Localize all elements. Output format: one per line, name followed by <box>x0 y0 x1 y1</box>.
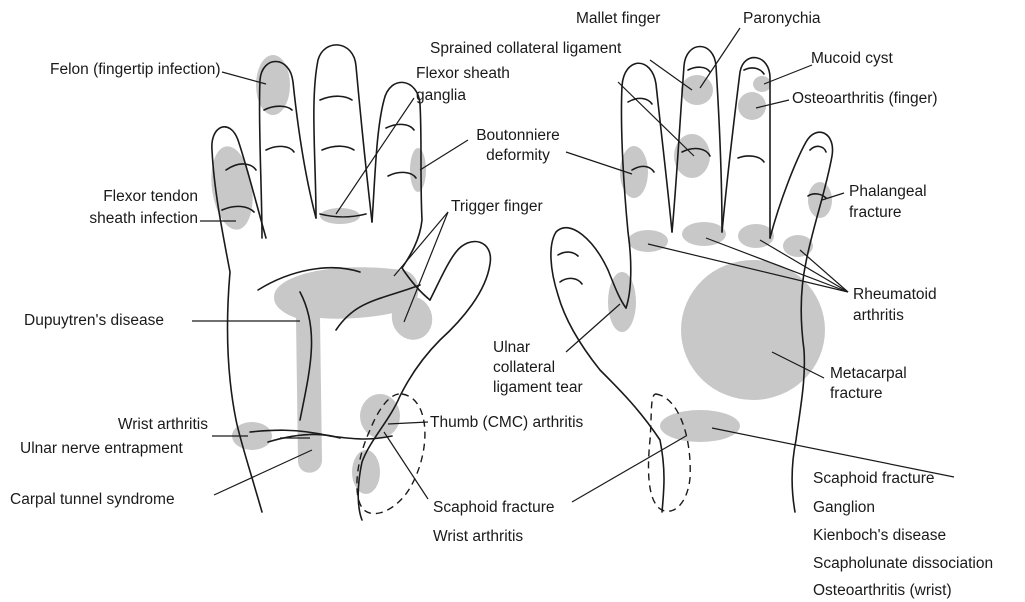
label-sprained-collateral-ligament: Sprained collateral ligament <box>430 39 621 59</box>
label-boutonniere-line2: deformity <box>458 146 578 166</box>
label-scaphoid-fracture-back: Scaphoid fracture <box>813 469 935 489</box>
label-mallet-finger: Mallet finger <box>576 9 660 29</box>
label-carpal-tunnel: Carpal tunnel syndrome <box>10 490 175 510</box>
label-ganglion: Ganglion <box>813 498 875 518</box>
flexor-tendon-infection-region <box>206 144 257 233</box>
label-ulnar-collateral-line1: Ulnar <box>493 338 530 358</box>
label-mucoid-cyst: Mucoid cyst <box>811 49 893 69</box>
label-thumb-cmc-arthritis: Thumb (CMC) arthritis <box>430 413 583 433</box>
label-boutonniere-line1: Boutonniere <box>458 126 578 146</box>
label-metacarpal-line2: fracture <box>830 384 883 404</box>
label-ulnar-nerve-entrapment: Ulnar nerve entrapment <box>20 439 183 459</box>
label-flexor-tendon-line2: sheath infection <box>52 209 198 229</box>
boutonniere-palm-region <box>410 148 426 192</box>
label-phalangeal-line2: fracture <box>849 203 902 223</box>
label-wrist-arthritis: Wrist arthritis <box>40 415 208 435</box>
label-felon: Felon (fingertip infection) <box>50 60 221 80</box>
label-flexor-sheath-ganglia-line1: Flexor sheath <box>416 64 510 84</box>
label-metacarpal-line1: Metacarpal <box>830 364 907 384</box>
label-rheumatoid-line1: Rheumatoid <box>853 285 937 305</box>
label-osteoarthritis-wrist: Osteoarthritis (wrist) <box>813 581 952 601</box>
label-trigger-finger: Trigger finger <box>451 197 543 217</box>
rheumatoid-region-1 <box>628 230 668 252</box>
label-phalangeal-line1: Phalangeal <box>849 182 927 202</box>
phalangeal-fracture-region <box>808 182 832 218</box>
mallet-finger-region <box>681 75 713 105</box>
palm-highlight-regions <box>206 55 438 494</box>
scaphoid-back-region <box>660 410 740 442</box>
mucoid-cyst-region <box>753 76 771 92</box>
label-flexor-sheath-ganglia-line2: ganglia <box>416 86 466 106</box>
label-kienboch: Kienboch's disease <box>813 526 946 546</box>
label-paronychia: Paronychia <box>743 9 821 29</box>
dupuytren-region <box>274 267 418 472</box>
label-osteoarthritis-finger: Osteoarthritis (finger) <box>792 89 938 109</box>
label-scaphoid-fracture-palm: Scaphoid fracture <box>433 498 555 518</box>
scaphoid-palm-region <box>352 450 380 494</box>
label-scapholunate: Scapholunate dissociation <box>813 554 993 574</box>
label-wrist-arthritis-palm: Wrist arthritis <box>433 527 523 547</box>
label-rheumatoid-line2: arthritis <box>853 306 904 326</box>
label-flexor-tendon-line1: Flexor tendon <box>52 187 198 207</box>
label-ulnar-collateral-line3: ligament tear <box>493 378 583 398</box>
dashed-outlines <box>357 394 690 514</box>
label-dupuytren: Dupuytren's disease <box>24 311 164 331</box>
rheumatoid-region-2 <box>682 222 726 246</box>
label-ulnar-collateral-line2: collateral <box>493 358 555 378</box>
